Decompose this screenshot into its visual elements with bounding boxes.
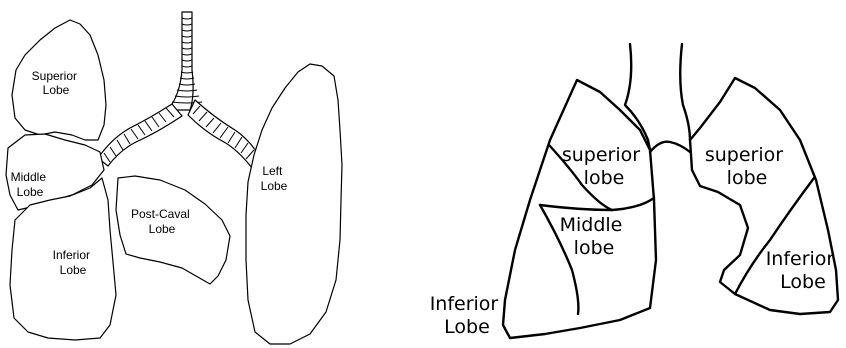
trachea-left-wall: [625, 44, 650, 150]
left-lobe-label: Left Lobe: [261, 164, 288, 193]
left-lobe: [246, 64, 342, 344]
bronchus-bridge: [650, 142, 690, 152]
rodent-lung-diagram: Superior Lobe Middle Lobe Inferior Lobe …: [6, 12, 342, 344]
left-inferior-lobe-label: Inferior Lobe: [766, 248, 841, 293]
right-inferior-lobe-label: Inferior Lobe: [430, 293, 505, 338]
human-lung-diagram: superior lobe Middle lobe Inferior Lobe …: [430, 44, 841, 338]
trachea: [168, 12, 202, 110]
left-bronchus: [188, 100, 262, 168]
right-superior-lobe-label: superior lobe: [562, 144, 646, 189]
trachea-right-wall: [680, 44, 690, 140]
right-bronchus: [98, 104, 182, 166]
right-middle-lobe-label: Middle lobe: [560, 214, 629, 259]
left-superior-lobe-label: superior lobe: [705, 144, 789, 189]
